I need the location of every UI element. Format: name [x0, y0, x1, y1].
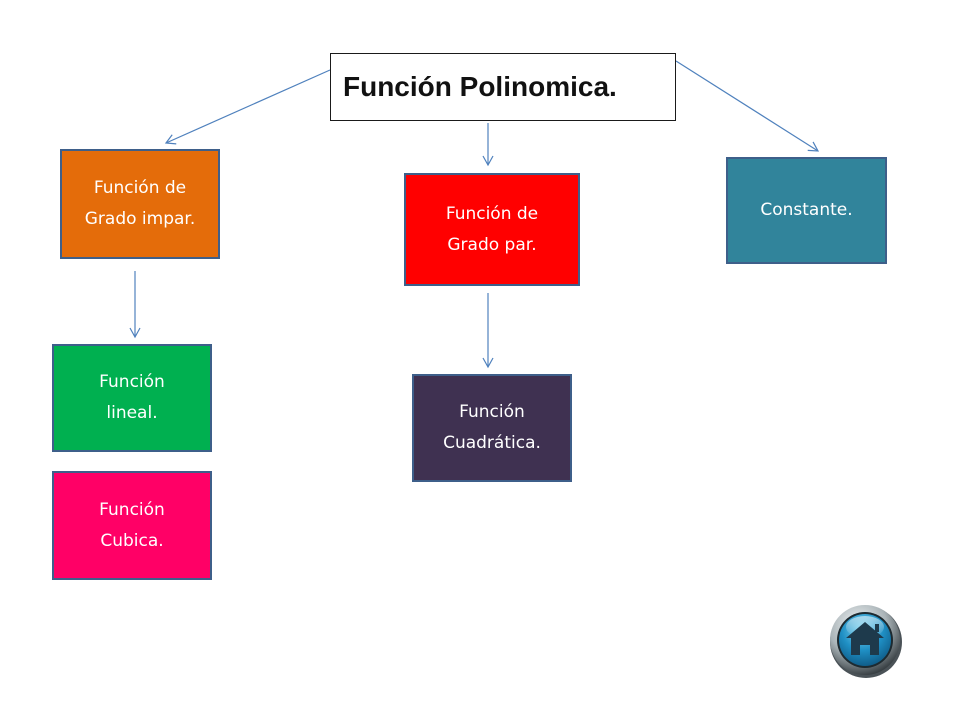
node-label-line: Función: [99, 499, 165, 520]
node-label-line: Cuadrática.: [443, 433, 541, 453]
node-label-line: lineal.: [106, 403, 158, 423]
connector-title-to-constante: [675, 60, 820, 152]
home-button[interactable]: [828, 603, 904, 679]
node-funcion-lineal: Función lineal.: [52, 344, 212, 452]
node-constante: Constante.: [726, 157, 887, 264]
node-label-line: Cubica.: [100, 530, 164, 551]
node-funcion-cubica: Función Cubica.: [52, 471, 212, 580]
node-funcion-grado-par: Función de Grado par.: [404, 173, 580, 286]
node-label-line: Función: [459, 402, 525, 422]
connector-title-to-grado-impar: [164, 69, 331, 145]
node-label-line: Grado par.: [447, 234, 537, 255]
node-funcion-cuadratica: Función Cuadrática.: [412, 374, 572, 482]
node-label-line: Constante.: [760, 200, 853, 220]
node-label-line: Función de: [445, 203, 539, 224]
node-label-line: Función: [99, 372, 165, 392]
home-icon: [830, 605, 902, 678]
node-label-line: Grado impar.: [84, 209, 196, 229]
node-label-line: Función de: [93, 178, 187, 198]
diagram-title: Función Polinomica.: [330, 53, 676, 121]
node-funcion-grado-impar: Función de Grado impar.: [60, 149, 220, 259]
